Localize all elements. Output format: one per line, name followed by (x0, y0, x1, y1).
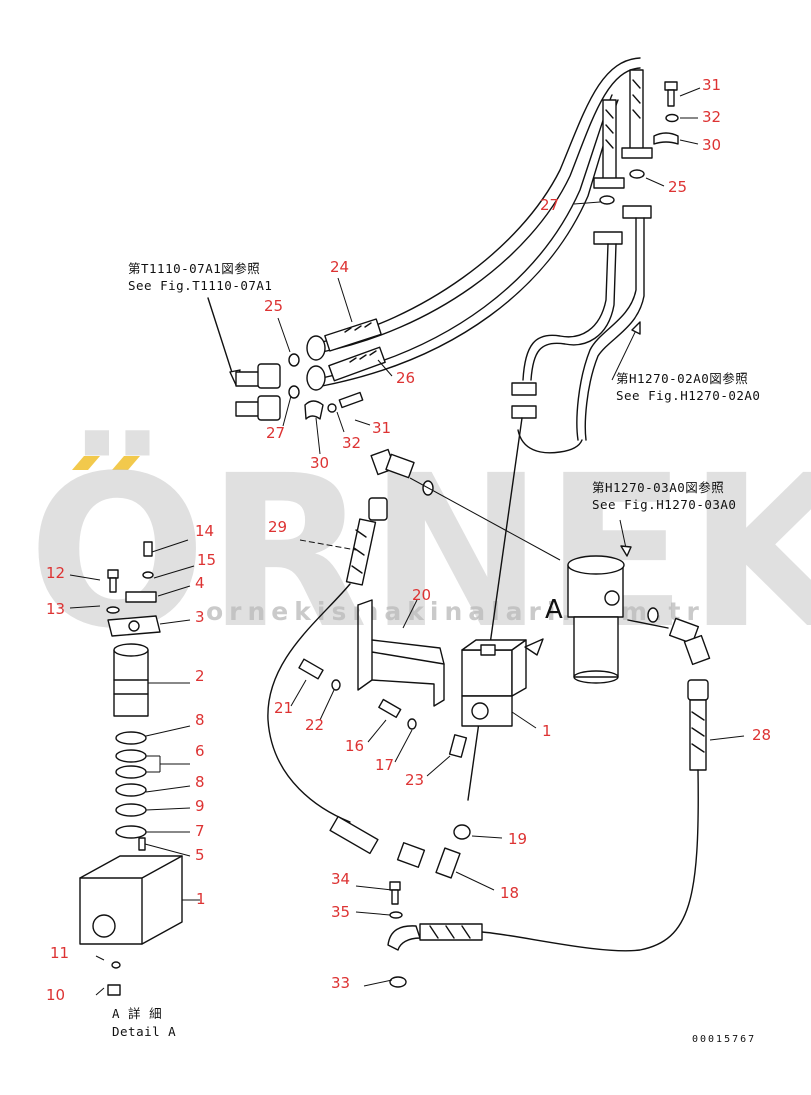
callout-6: 6 (195, 742, 205, 760)
callout-26: 26 (396, 369, 415, 387)
oring-19-elbow-18 (329, 815, 471, 879)
filter-housing (567, 555, 711, 684)
detail-a-assembly (79, 541, 183, 996)
callout-8: 8 (195, 711, 205, 729)
ref-h1270-02-jp: 第H1270-02A0図参照 (616, 371, 748, 386)
flange-connections-left (207, 297, 364, 421)
bolt-washer-clamp-top-right (599, 81, 679, 205)
callout-18: 18 (500, 884, 519, 902)
view-letter-a: A (545, 595, 563, 625)
callout-14: 14 (195, 522, 214, 540)
callout-16: 16 (345, 737, 364, 755)
callout-3: 3 (195, 608, 205, 626)
watermark-site: ornekismakinalari.com.tr (206, 597, 705, 626)
document-number: 00015767 (692, 1034, 756, 1045)
vertical-hoses-top-right (467, 69, 653, 801)
callout-27: 27 (540, 196, 559, 214)
callout-10: 10 (46, 986, 65, 1004)
callout-11: 11 (50, 944, 69, 962)
callout-25-left: 25 (264, 297, 283, 315)
callout-15: 15 (197, 551, 216, 569)
callout-7: 7 (195, 822, 205, 840)
callout-24: 24 (330, 258, 349, 276)
detail-a-en: Detail A (112, 1024, 176, 1039)
callout-17: 17 (375, 756, 394, 774)
callout-31-left: 31 (372, 419, 391, 437)
callout-34: 34 (331, 870, 350, 888)
callout-19: 19 (508, 830, 527, 848)
callout-numbers: 31 32 30 25 27 24 25 26 27 31 32 30 29 1… (46, 76, 771, 1004)
callout-32-left: 32 (342, 434, 361, 452)
hose-29 (267, 497, 388, 823)
callout-29: 29 (268, 518, 287, 536)
watermark-accent-right (112, 456, 140, 470)
ref-h1270-02-en: See Fig.H1270-02A0 (616, 388, 760, 403)
callout-1-detail: 1 (196, 890, 206, 908)
callout-22: 22 (305, 716, 324, 734)
callout-21: 21 (274, 699, 293, 717)
callout-5: 5 (195, 846, 205, 864)
callout-23: 23 (405, 771, 424, 789)
bolts-21-22-16-17 (298, 658, 417, 730)
hose-28 (481, 679, 709, 952)
callout-2: 2 (195, 667, 205, 685)
callout-30-left: 30 (310, 454, 329, 472)
ref-t1110-jp: 第T1110-07A1図参照 (128, 261, 260, 276)
callout-28: 28 (752, 726, 771, 744)
callout-9: 9 (195, 797, 205, 815)
callout-20: 20 (412, 586, 431, 604)
leader-lines (69, 87, 745, 996)
callout-35: 35 (331, 903, 350, 921)
callout-27-left: 27 (266, 424, 285, 442)
bracket-20 (357, 599, 445, 707)
callout-25: 25 (668, 178, 687, 196)
ref-t1110-en: See Fig.T1110-07A1 (128, 278, 272, 293)
valve-block-main (448, 638, 544, 758)
callout-32: 32 (702, 108, 721, 126)
callout-33: 33 (331, 974, 350, 992)
watermark-accent-left (72, 456, 100, 470)
callout-30: 30 (702, 136, 721, 154)
ref-h1270-03-en: See Fig.H1270-03A0 (592, 497, 736, 512)
callout-31: 31 (702, 76, 721, 94)
detail-a-jp: A 詳 細 (112, 1006, 162, 1021)
elbow-fitting-top (370, 448, 561, 561)
callout-13: 13 (46, 600, 65, 618)
callout-12: 12 (46, 564, 65, 582)
ref-h1270-03-jp: 第H1270-03A0図参照 (592, 480, 724, 495)
callout-4: 4 (195, 574, 205, 592)
elbow-bottom (387, 881, 483, 988)
hose-24-26-long-lines (306, 57, 641, 391)
callout-1-main: 1 (542, 722, 552, 740)
callout-8-lower: 8 (195, 773, 205, 791)
